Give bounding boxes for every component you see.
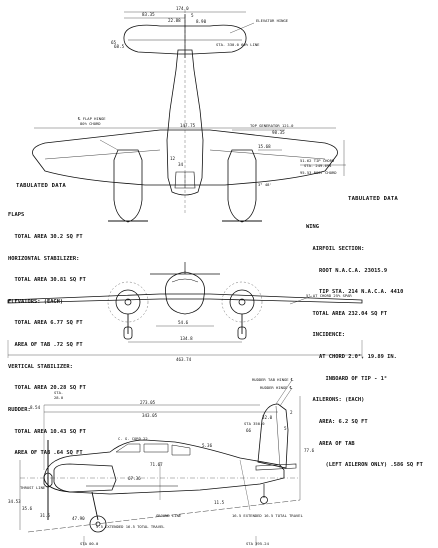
dim-14775: 147.75 (180, 123, 196, 128)
dim-854: 8.54 (30, 405, 41, 410)
dim-8890: 8.90 (196, 19, 207, 24)
main-wheel-side (89, 515, 107, 533)
dim-34: 34 (178, 162, 184, 167)
left-engine-front (115, 289, 141, 315)
root-chord-label: 95.53 ROOT CHORD (300, 170, 337, 175)
thrust-line-label: THRUST LINE (20, 485, 46, 490)
dim-315: 31.5 (40, 513, 51, 518)
dim-46374: 463.74 (176, 357, 192, 362)
tabulated-data-right: WING AIRFOIL SECTION: ROOT N.A.C.A. 2301… (306, 210, 423, 477)
extended-travel-1: 5.5 EXTENDED 16.5 TOTAL TRAVEL (96, 524, 165, 529)
tabulated-data-left-title: TABULATED DATA (16, 183, 66, 189)
tab-left-line: RUDDER: (8, 406, 31, 413)
sta-00-label: STA 00.0 (80, 541, 99, 546)
tail-wheel-side (260, 496, 268, 504)
tab-right-line: ROOT N.A.C.A. 23015.9 (306, 267, 388, 274)
tab-right-line: AILERONS: (EACH) (306, 397, 365, 404)
dim-546: 54.6 (178, 320, 189, 325)
sta-label-a: STA. (54, 390, 63, 395)
tab-left-line: ELEVATORS: (EACH) (8, 298, 64, 305)
dim-174: 174.0 (176, 6, 189, 11)
dim-536: 5.36 (202, 443, 213, 448)
dim-8335: 83.35 (142, 12, 155, 17)
horizontal-stabilizer (123, 24, 247, 55)
dim-2: 2 (290, 410, 293, 415)
fuselage-top (166, 49, 204, 196)
main-wing-front (7, 293, 363, 304)
cg-label: C. G. CORD 22 (118, 436, 148, 441)
tab-left-line: TOTAL AREA 20.28 SQ FT (8, 385, 86, 392)
dim-115: 11.5 (214, 500, 225, 505)
dim-685: 68.5 (114, 44, 125, 49)
dim-320: 32.0 (262, 415, 273, 420)
tab-right-line: AIRFOIL SECTION: (306, 246, 365, 253)
sta-350-label: STA 350.0 (244, 421, 265, 426)
dim-4790: 47.90 (72, 516, 85, 521)
main-wing-top (32, 129, 338, 186)
dim-6736: 67.36 (128, 476, 141, 481)
top-generator-label: TOP GENERATOR 121.0 (250, 123, 294, 128)
tab-left-line: AREA OF TAB .72 SQ FT (8, 342, 83, 349)
dim-5: 5 (191, 13, 194, 18)
dim-1568: 15.68 (258, 144, 271, 149)
left-nacelle-top (113, 149, 143, 223)
tab-right-line: TIP STA. 214 N.A.C.A. 4410 (306, 289, 404, 296)
front-view-drawing (7, 262, 363, 358)
nacelle-side (53, 463, 117, 493)
tab-right-line: AREA: 6.2 SQ FT (306, 418, 368, 425)
dim-7167: 71.67 (150, 462, 163, 467)
dim-356: 35.6 (22, 506, 33, 511)
extended-travel-2: 16.5 EXTENDED 16.5 TOTAL TRAVEL (232, 513, 304, 518)
dim-776: 77.6 (304, 448, 315, 453)
tab-right-line: (LEFT AILERON ONLY) .586 SQ FT (306, 462, 423, 469)
tab-left-line: HORIZONTAL STABILIZER: (8, 255, 80, 262)
sta-label-b: 28.0 (54, 395, 64, 400)
tabulated-data-left: FLAPS TOTAL AREA 30.2 SQ FT HORIZONTAL S… (8, 198, 86, 465)
dim-65: 65 (111, 40, 117, 45)
rudder-tab-hinge-label: RUDDER TAB HINGE ℄ (252, 377, 294, 382)
elevator-hinge-label: ELEVATOR HINGE (256, 18, 289, 23)
tab-left-line: AREA OF TAB .64 SQ FT (8, 450, 83, 457)
dim-9835: 98.35 (272, 130, 285, 135)
tab-left-line: TOTAL AREA 30.81 SQ FT (8, 277, 86, 284)
dim-12: 12 (170, 156, 176, 161)
sta-end-label: STA 395.24 (246, 541, 270, 546)
tab-right-line: INCIDENCE: (306, 332, 345, 339)
dim-34305: 343.05 (142, 413, 158, 418)
tab-left-line: VERTICAL STABILIZER: (8, 363, 73, 370)
rudder-hinge-label: RUDDER HINGE ℄ (260, 385, 293, 390)
dim-2288: 22.88 (168, 18, 181, 23)
tab-right-line: WING (306, 224, 319, 231)
tab-right-line: INBOARD OF TIP - 1° (306, 375, 388, 382)
side-view-drawing (19, 379, 301, 546)
tab-left-line: TOTAL AREA 6.77 SQ FT (8, 320, 83, 327)
tip-chord-label: 51.62 TIP CHORD (300, 158, 335, 163)
tip-sta-label: STA. 249.694 (304, 163, 332, 168)
flap-hinge-label-1: ℄ FLAP HINGE (77, 116, 106, 121)
angle-label: 3° 48' (258, 182, 272, 187)
tab-right-line: AREA OF TAB (306, 440, 355, 447)
chord-spar-label: 5° AT CHORD 25% SPAR (306, 293, 352, 298)
dim-66: 66 (246, 428, 252, 433)
tab-right-line: AT CHORD 2.0°, 19.89 IN. (306, 354, 397, 361)
vertical-tail-side (257, 403, 289, 469)
top-view-drawing (32, 10, 346, 223)
flap-hinge-label-2: 80% CHORD (80, 121, 101, 126)
fuselage-front (165, 271, 205, 315)
dim-side-5: 5 (284, 426, 287, 431)
right-nacelle-top (227, 149, 257, 223)
tab-left-line: FLAPS (8, 212, 25, 219)
tab-right-line: TOTAL AREA 232.04 SQ FT (306, 310, 388, 317)
sta-stab-label: STA. 330.0 60% LINE (216, 42, 260, 47)
tab-left-line: TOTAL AREA 30.2 SQ FT (8, 234, 83, 241)
ground-line-label: GROUND LINE (156, 513, 182, 518)
tabulated-data-right-title: TABULATED DATA (348, 196, 398, 202)
dim-27305: 273.05 (140, 400, 156, 405)
right-engine-front (229, 289, 255, 315)
dim-3453: 34.53 (8, 499, 21, 504)
dim-1348: 134.8 (180, 336, 193, 341)
tab-left-line: TOTAL AREA 10.43 SQ FT (8, 428, 86, 435)
